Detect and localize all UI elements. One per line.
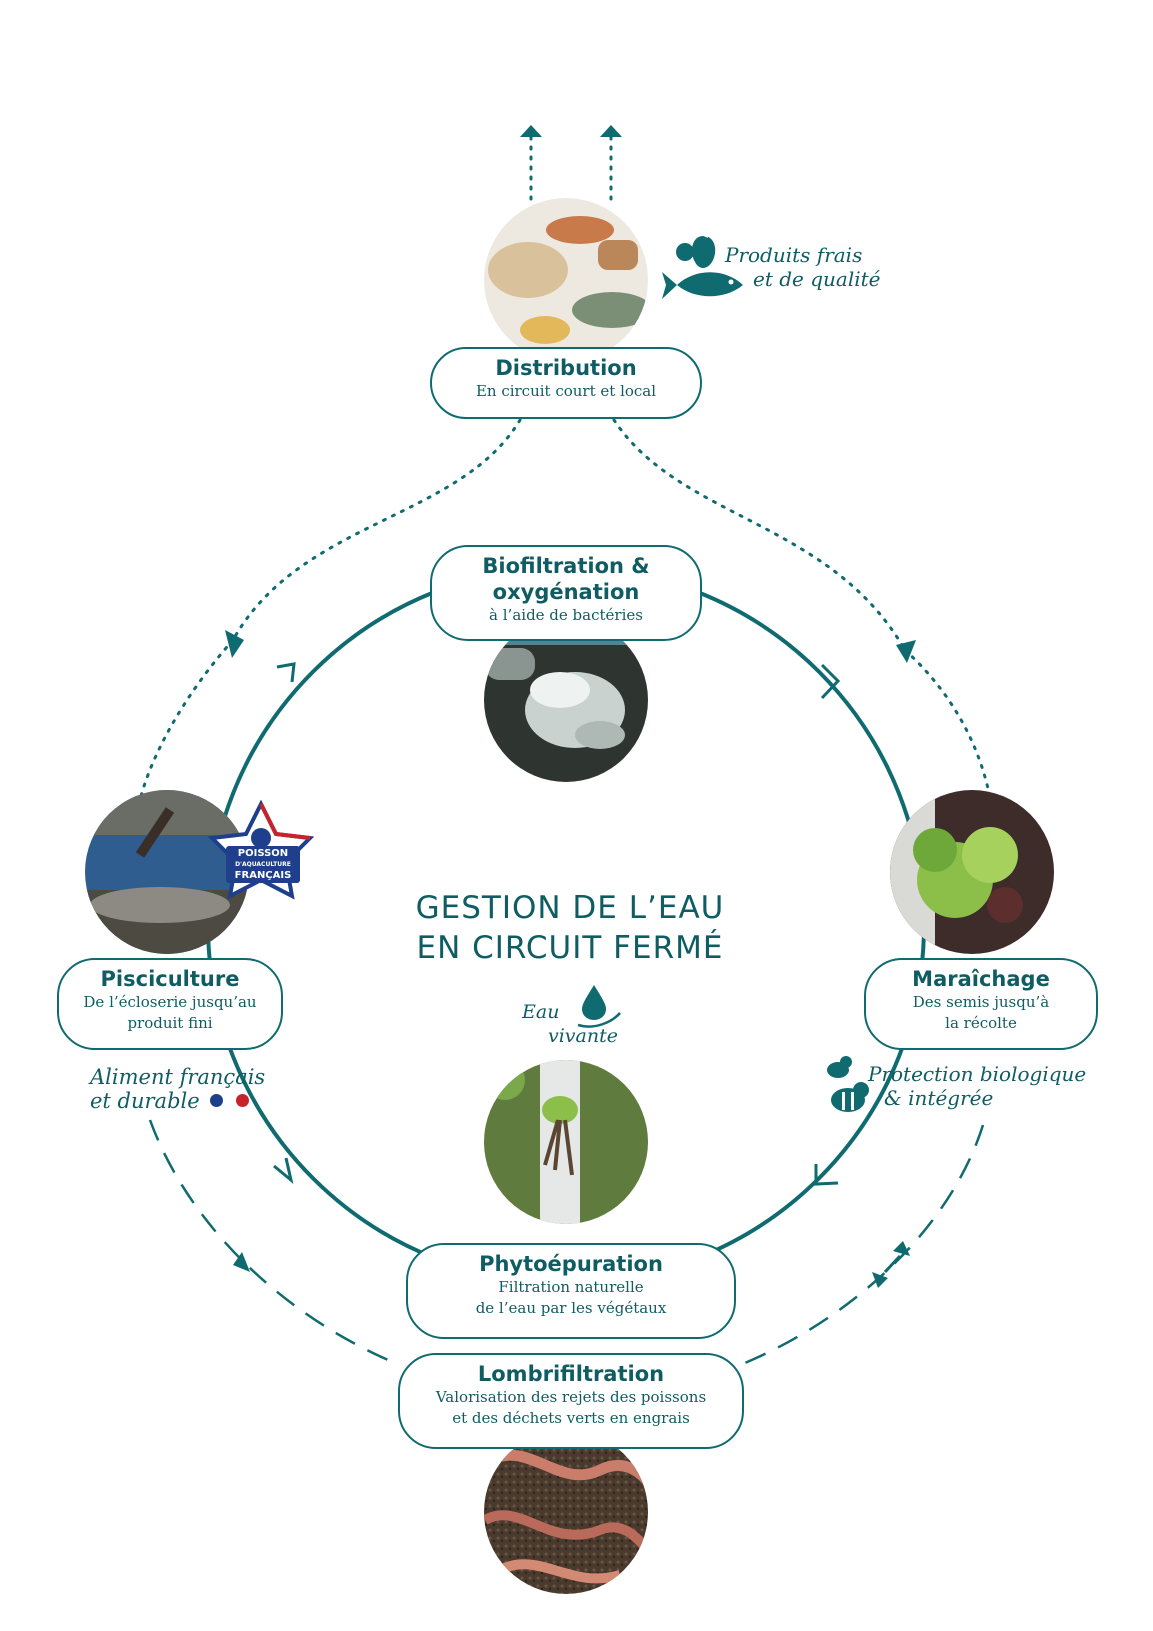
- distribution-photo: [484, 198, 648, 362]
- biofiltration-photo: [484, 618, 648, 782]
- double-arrow-icon: [872, 1241, 910, 1288]
- fish-icon: [662, 272, 743, 299]
- aliment-francais-annotation: Aliment français et durable: [90, 1065, 290, 1113]
- phytoepuration-title: Phytoépuration: [479, 1252, 663, 1276]
- aliment-line-1: Aliment français: [90, 1065, 266, 1089]
- produits-line-1: Produits frais: [725, 243, 863, 267]
- lombrifiltration-dashed-paths: [148, 1119, 985, 1367]
- arrow-icon: [233, 1252, 250, 1272]
- biofiltration-title-line-1: Biofiltration &: [482, 554, 650, 578]
- distribution-title: Distribution: [495, 356, 637, 380]
- pisciculture-photo: [85, 790, 249, 954]
- fruit-icon: [676, 232, 716, 268]
- node-lombrifiltration: Lombrifiltration Valorisation des rejets…: [398, 1353, 744, 1449]
- node-maraichage: Maraîchage Des semis jusqu’à la récolte: [864, 958, 1098, 1050]
- badge-line-2: D'AQUACULTURE: [235, 861, 291, 868]
- distribution-subtitle: En circuit court et local: [475, 382, 657, 400]
- bee-icon: [827, 1056, 869, 1112]
- biofiltration-title-line-2: oxygénation: [492, 580, 640, 604]
- phytoepuration-photo: [484, 1060, 648, 1224]
- pisciculture-title: Pisciculture: [100, 967, 240, 991]
- phytoepuration-subtitle: Filtration naturelle de l’eau par les vé…: [475, 1278, 667, 1317]
- node-distribution: Distribution En circuit court et local: [430, 347, 702, 419]
- lombrifiltration-subtitle: Valorisation des rejets des poissons et …: [435, 1388, 707, 1427]
- arrow-icon: [225, 630, 244, 658]
- protection-line-1: Protection biologique: [868, 1062, 1087, 1086]
- poisson-aquaculture-badge: POISSON D'AQUACULTURE FRANÇAIS: [207, 799, 315, 900]
- maraichage-title: Maraîchage: [912, 967, 1050, 991]
- badge-text: POISSON D'AQUACULTURE FRANÇAIS: [226, 846, 300, 883]
- arrow-icon: [896, 640, 916, 663]
- node-pisciculture: Pisciculture De l’écloserie jusqu’au pro…: [57, 958, 283, 1050]
- protection-line-2: & intégrée: [884, 1086, 994, 1110]
- lombrifiltration-title: Lombrifiltration: [477, 1362, 665, 1386]
- tagline-line-1: Eau: [522, 1001, 560, 1023]
- produits-frais-annotation: Produits frais et de qualité: [725, 243, 925, 291]
- lombrifiltration-photo: [484, 1430, 648, 1594]
- arrow-up-icon: [600, 125, 622, 137]
- node-phytoepuration: Phytoépuration Filtration naturelle de l…: [406, 1243, 736, 1339]
- title-line-1: GESTION DE L’EAU: [415, 890, 725, 926]
- maraichage-subtitle: Des semis jusqu’à la récolte: [912, 993, 1050, 1032]
- tagline-line-2: vivante: [548, 1025, 618, 1047]
- badge-line-3: FRANÇAIS: [234, 870, 292, 881]
- water-drop-hand-icon: [577, 985, 621, 1028]
- aliment-line-2: et durable: [90, 1089, 200, 1113]
- pisciculture-subtitle: De l’écloserie jusqu’au produit fini: [83, 993, 257, 1032]
- node-biofiltration: Biofiltration & oxygénation à l’aide de …: [430, 545, 702, 641]
- protection-biologique-annotation: Protection biologique & intégrée: [868, 1062, 1148, 1110]
- page-title: GESTION DE L’EAU EN CIRCUIT FERMÉ: [370, 888, 770, 968]
- maraichage-photo: [890, 790, 1054, 954]
- cycle-direction-chevrons: [273, 662, 841, 1186]
- title-line-2: EN CIRCUIT FERMÉ: [416, 930, 724, 966]
- distribution-dotted-paths: [138, 133, 994, 812]
- eau-vivante-tagline: Eau vivante: [522, 1000, 618, 1048]
- produits-line-2: et de qualité: [753, 267, 881, 291]
- flag-blue-dot: [210, 1094, 223, 1107]
- biofiltration-subtitle: à l’aide de bactéries: [489, 606, 643, 624]
- badge-line-1: POISSON: [237, 848, 289, 859]
- flag-red-dot: [236, 1094, 249, 1107]
- arrow-up-icon: [520, 125, 542, 137]
